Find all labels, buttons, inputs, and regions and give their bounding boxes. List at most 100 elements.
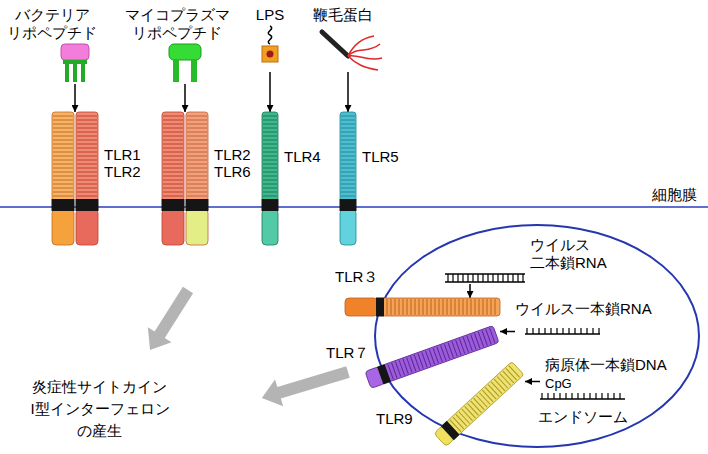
receptor-stripe [53,120,73,121]
receptor-bar [162,112,185,245]
receptor-stripe [187,164,207,165]
nucleic-base [574,328,575,334]
receptor-stripe [163,188,183,189]
receptor-stripe [471,401,482,413]
receptor-stripe [187,152,207,153]
receptor-stripe [163,132,183,133]
receptor-stripe [163,144,183,145]
flagellin-filament [348,36,374,56]
receptor-stripe [53,164,73,165]
transmembrane-domain [186,199,209,211]
base-pair [452,274,453,282]
receptor-stripe [341,180,355,181]
receptor-stripe [490,328,495,343]
nucleic-base [541,393,542,399]
receptor-stripe [163,156,183,157]
flagellin-filament [348,44,380,56]
receptor-stripe [500,374,511,386]
receptor-bar [434,361,525,447]
receptor-stripe [53,140,73,141]
arrow-connector [269,72,271,112]
receptor-ectodomain [162,112,184,201]
receptor-stripe [163,136,183,137]
ligand: 病原体一本鎖DNACpG [540,356,670,402]
receptor-stripe [53,124,73,125]
transmembrane-domain [52,199,75,211]
receptor-stripe [341,120,355,121]
receptor-stripe [407,299,408,315]
receptor-stripe [474,398,485,410]
receptor-stripe [187,172,207,173]
lipopeptide-head [169,44,201,60]
receptor-stripe [53,180,73,181]
receptor-stripe [479,393,490,405]
receptor-stripe [341,192,355,193]
base-pair [487,274,488,282]
receptor-stripe [53,168,73,169]
receptor-stripe [187,196,207,197]
receptor-stripe [341,160,355,161]
receptor-stripe [506,368,517,380]
receptor: TLR３ [345,298,500,316]
receptor-stripe [187,124,207,125]
receptor-stripe [341,128,355,129]
flagellin-icon [300,24,385,72]
nucleic-base [580,328,581,334]
receptor-stripe [263,156,277,157]
receptor-stripe [341,124,355,125]
receptor-stripe [447,299,448,315]
endosome-outline [375,225,699,447]
nucleic-base [556,328,557,334]
lipid-chain [73,64,77,82]
receptor-cytoplasmic-domain [186,209,208,245]
receptor-shape [345,298,500,316]
receptor-stripe [187,144,207,145]
nucleic-base [571,393,572,399]
receptor-stripe [77,160,97,161]
receptor-stripe [163,196,183,197]
receptor-stripe [465,406,476,418]
receptor-cytoplasmic-domain [345,298,378,316]
receptor-cytoplasmic-domain [52,209,74,245]
receptor-label: TLR1 TLR2 [104,146,141,180]
receptor: TLR2 TLR6 [162,112,208,245]
receptor-stripe [341,148,355,149]
receptor-label: TLR３ [335,268,378,286]
lipid-chain [81,64,85,82]
receptor-cytoplasmic-domain [162,209,184,245]
receptor-stripe [77,120,97,121]
receptor-stripe [263,124,277,125]
receptor-stripe [439,299,440,315]
receptor-stripe [263,120,277,121]
base-pair [517,274,518,282]
receptor-stripe [163,160,183,161]
receptor-ectodomain [446,362,524,436]
receptor-stripe [485,387,496,399]
receptor-stripe [341,156,355,157]
arrow-connector [525,381,540,383]
receptor-stripe [163,148,183,149]
receptor-stripe [459,412,470,424]
receptor-stripe [163,192,183,193]
receptor-ectodomain [383,326,499,383]
receptor-stripe [187,176,207,177]
receptor-stripe [341,196,355,197]
nucleic-base [595,393,596,399]
endosome-label: エンドソーム [538,408,628,426]
receptor-bar [76,112,99,245]
ligand-label: 病原体一本鎖DNA [545,356,667,374]
receptor: TLR9 [433,361,525,447]
arrow-connector [347,72,349,112]
receptor-stripe [53,160,73,161]
base-pair [467,274,468,282]
receptor-stripe [341,140,355,141]
receptor-stripe [387,299,388,315]
receptor-stripe [395,299,396,315]
output-label: 炎症性サイトカイン I型インターフェロン の産生 [30,376,169,442]
receptor-stripe [263,160,277,161]
receptor-shape [262,112,278,245]
receptor-stripe [491,299,492,315]
receptor-stripe [341,136,355,137]
receptor-stripe [53,192,73,193]
receptor-stripe [163,164,183,165]
